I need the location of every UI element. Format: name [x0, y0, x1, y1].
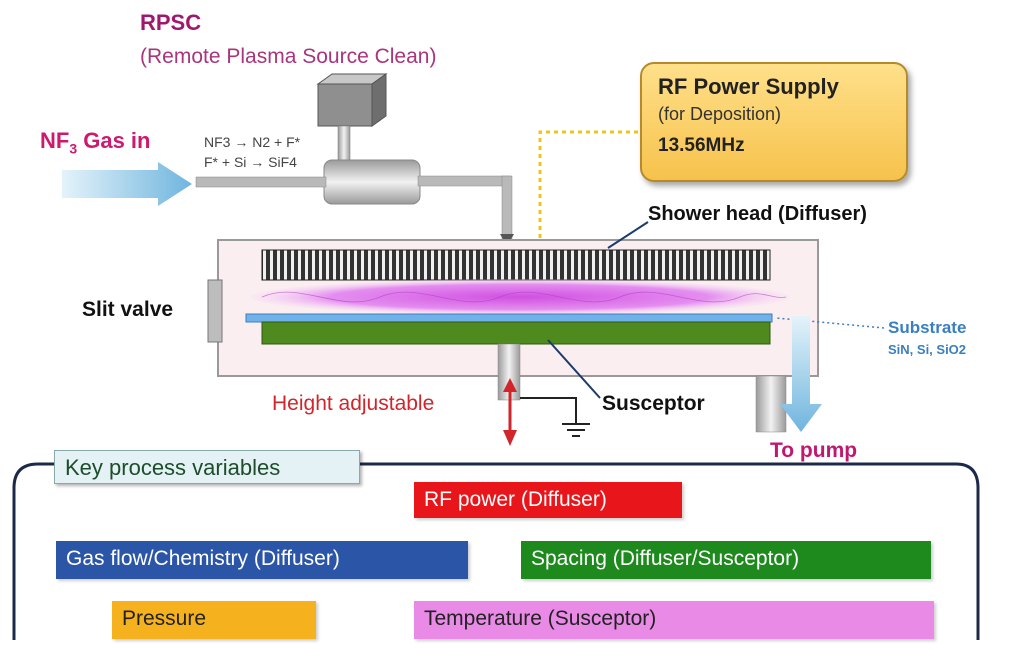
gas-in-label: NF3 Gas in	[40, 128, 151, 157]
key-variables-title: Key process variables	[54, 450, 360, 484]
to-pump-label: To pump	[770, 439, 858, 462]
gas-in-arrow	[62, 162, 192, 206]
variable-rf-power: RF power (Diffuser)	[414, 482, 682, 518]
susceptor-label: Susceptor	[602, 392, 705, 415]
ground-symbol	[520, 397, 590, 437]
variable-spacing: Spacing (Diffuser/Susceptor)	[521, 541, 931, 579]
substrate-label: Substrate	[888, 318, 967, 337]
process-chamber	[207, 239, 819, 433]
height-adjustable-label: Height adjustable	[272, 392, 435, 415]
rpsc-title: RPSC	[140, 10, 202, 35]
reaction-2: F* + Si → SiF4	[204, 154, 297, 170]
reaction-1: NF3 → N2 + F*	[204, 134, 301, 150]
slit-valve-label: Slit valve	[82, 298, 174, 321]
plasma-glow	[250, 279, 790, 315]
rf-connection-line	[538, 130, 642, 246]
rf-power-title: RF Power Supply	[658, 74, 839, 99]
variable-gas-flow: Gas flow/Chemistry (Diffuser)	[56, 541, 468, 579]
rpsc-unit	[195, 73, 514, 246]
rpsc-subtitle: (Remote Plasma Source Clean)	[140, 45, 437, 68]
key-variables-frame	[12, 462, 980, 640]
shower-head-label: Shower head (Diffuser)	[648, 203, 867, 225]
to-pump-arrow	[780, 316, 822, 432]
substrate-materials: SiN, Si, SiO2	[888, 342, 967, 357]
rf-power-supply-box: RF Power Supply (for Deposition) 13.56MH…	[640, 62, 908, 182]
substrate	[245, 313, 773, 323]
rf-power-subtitle: (for Deposition)	[658, 104, 782, 124]
variable-temperature: Temperature (Susceptor)	[414, 601, 934, 639]
height-adjust-arrow	[503, 378, 517, 446]
shower-head	[261, 249, 771, 281]
variable-pressure: Pressure	[112, 601, 316, 639]
susceptor-plate	[261, 321, 771, 345]
rf-power-frequency: 13.56MHz	[658, 135, 745, 156]
